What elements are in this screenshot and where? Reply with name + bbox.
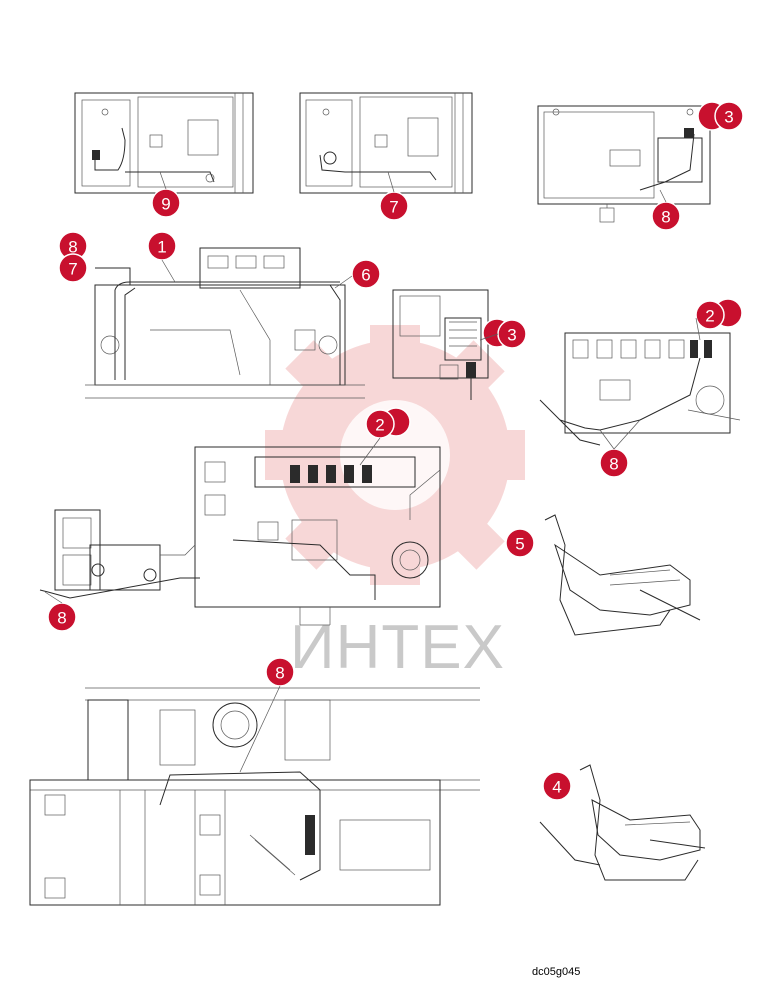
- callout-label: 2: [705, 307, 714, 326]
- panel-relay-middle: [392, 289, 489, 400]
- callout-label: 8: [68, 238, 77, 257]
- drawing-code: dc05g045: [532, 966, 580, 978]
- callout-label: 9: [161, 195, 170, 214]
- callout-label: 8: [661, 208, 670, 227]
- callout-label: 2: [375, 416, 384, 435]
- callout-8-right[interactable]: 8: [599, 448, 629, 478]
- callout-2-middle[interactable]: 2: [365, 407, 411, 439]
- callout-1[interactable]: 1: [147, 231, 177, 261]
- callout-7-top[interactable]: 7: [379, 191, 409, 221]
- assembly-seat-lower: [539, 764, 706, 881]
- assembly-seat-upper: [544, 514, 701, 636]
- panel-top-left: [74, 92, 254, 194]
- assembly-engine-harness: [85, 247, 365, 399]
- assembly-chassis: [29, 687, 480, 906]
- panel-top-right: [537, 105, 711, 223]
- panel-top-middle: [299, 92, 473, 194]
- callout-2-right[interactable]: 2: [695, 298, 743, 330]
- callout-label: 4: [552, 778, 561, 797]
- callout-label: 6: [361, 266, 370, 285]
- callout-leader-lines: [44, 171, 701, 773]
- assembly-main-frame: [194, 446, 441, 626]
- callout-4[interactable]: 4: [542, 771, 572, 801]
- callout-5[interactable]: 5: [505, 528, 535, 558]
- callout-label: 8: [275, 664, 284, 683]
- callout-label: 3: [724, 108, 733, 127]
- callout-8-lower-left[interactable]: 8: [47, 602, 77, 632]
- callout-7-left[interactable]: 7: [58, 253, 88, 283]
- callout-label: 7: [68, 260, 77, 279]
- callout-label: 5: [515, 535, 524, 554]
- watermark-logo: ИНТЕХ: [265, 325, 525, 682]
- assembly-left-switch: [39, 509, 200, 599]
- callout-label: 8: [609, 455, 618, 474]
- callout-3-top[interactable]: 3: [697, 101, 744, 131]
- callout-8-top-right[interactable]: 8: [651, 201, 681, 231]
- callout-8-bottom[interactable]: 8: [265, 657, 295, 687]
- callout-3-middle[interactable]: 3: [482, 318, 527, 349]
- callout-label: 3: [507, 326, 516, 345]
- callout-label: 7: [389, 198, 398, 217]
- callout-6[interactable]: 6: [351, 259, 381, 289]
- panel-relay-right: [539, 332, 741, 446]
- callout-9[interactable]: 9: [151, 188, 181, 218]
- watermark-text: ИНТЕХ: [290, 613, 505, 682]
- callout-label: 1: [157, 238, 166, 257]
- callout-label: 8: [57, 609, 66, 628]
